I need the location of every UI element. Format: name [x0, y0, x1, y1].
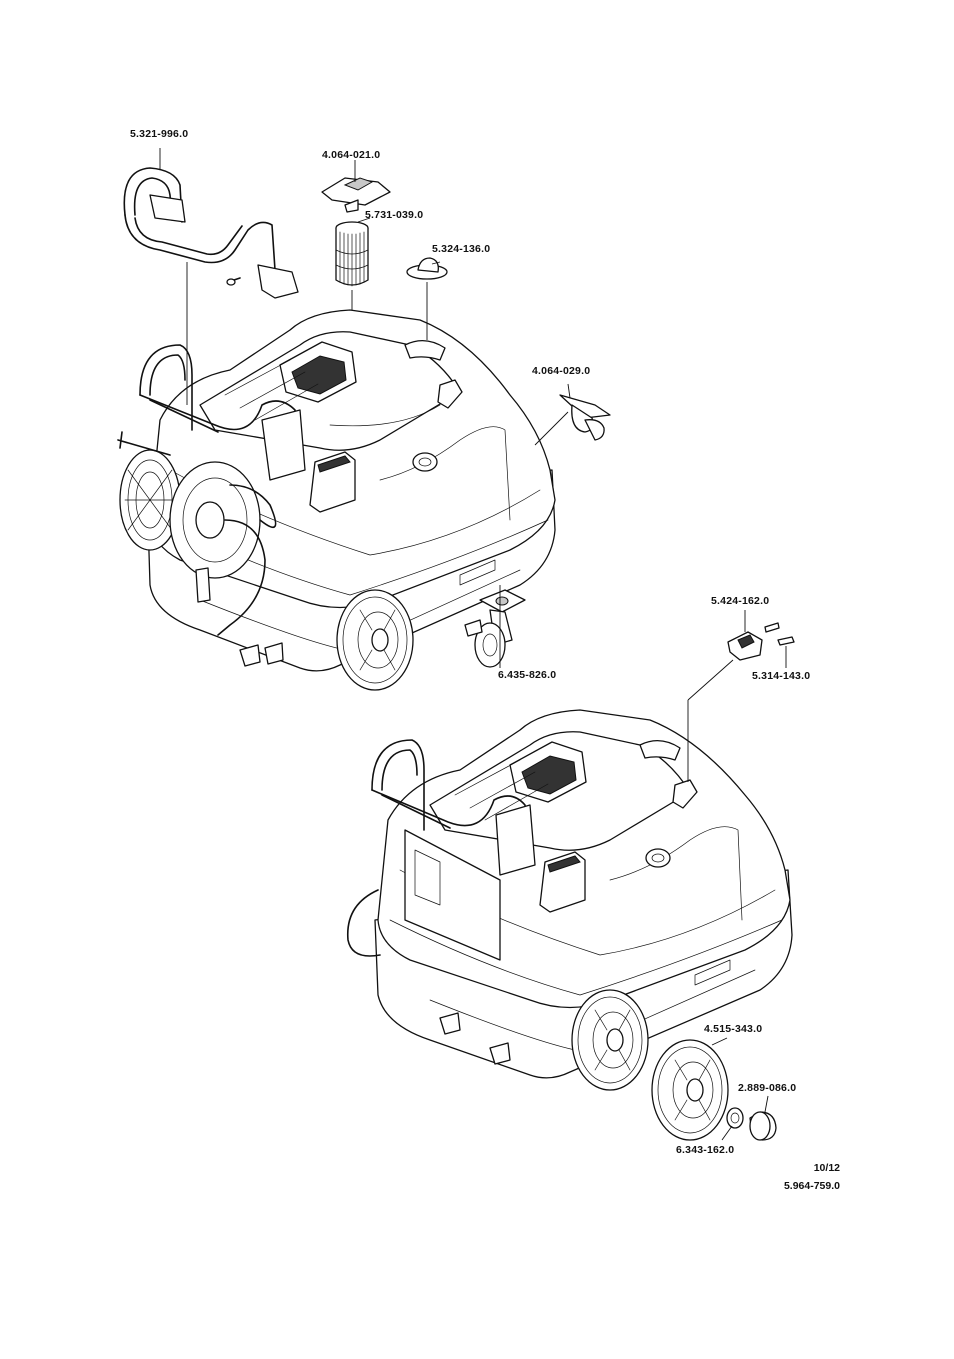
- part-pin-drawing: [777, 636, 795, 646]
- part-latch-drawing: [727, 622, 780, 661]
- part-label-washer: 6.343-162.0: [676, 1144, 735, 1156]
- part-filter-cover-drawing: [321, 177, 391, 213]
- part-label-hook: 4.064-029.0: [532, 365, 591, 377]
- page-number: 10/12: [813, 1162, 840, 1174]
- part-label-castor: 6.435-826.0: [498, 669, 557, 681]
- part-label-filter-cover: 4.064-021.0: [322, 149, 381, 161]
- part-castor-drawing: [464, 589, 526, 668]
- document-number: 5.964-759.0: [783, 1180, 840, 1192]
- part-label-wheel: 4.515-343.0: [704, 1023, 763, 1035]
- part-label-handle: 5.321-996.0: [130, 128, 189, 140]
- part-label-cap: 5.324-136.0: [432, 243, 491, 255]
- part-cap-drawing: [406, 257, 448, 280]
- part-filter-cartridge-drawing: [335, 221, 369, 287]
- part-label-hub-cap: 2.889-086.0: [738, 1082, 797, 1094]
- lower-machine: [346, 709, 793, 1091]
- part-handle-drawing: [123, 167, 299, 299]
- part-label-pin: 5.314-143.0: [752, 670, 811, 682]
- part-washer-drawing: [726, 1107, 744, 1129]
- upper-machine: [117, 309, 556, 691]
- part-hub-cap-drawing: [749, 1111, 777, 1141]
- part-wheel-drawing: [651, 1039, 729, 1141]
- leader-lines: [159, 148, 787, 1141]
- part-label-latch: 5.424-162.0: [711, 595, 770, 607]
- part-label-filter-cartridge: 5.731-039.0: [365, 209, 424, 221]
- part-hook-drawing: [559, 394, 611, 441]
